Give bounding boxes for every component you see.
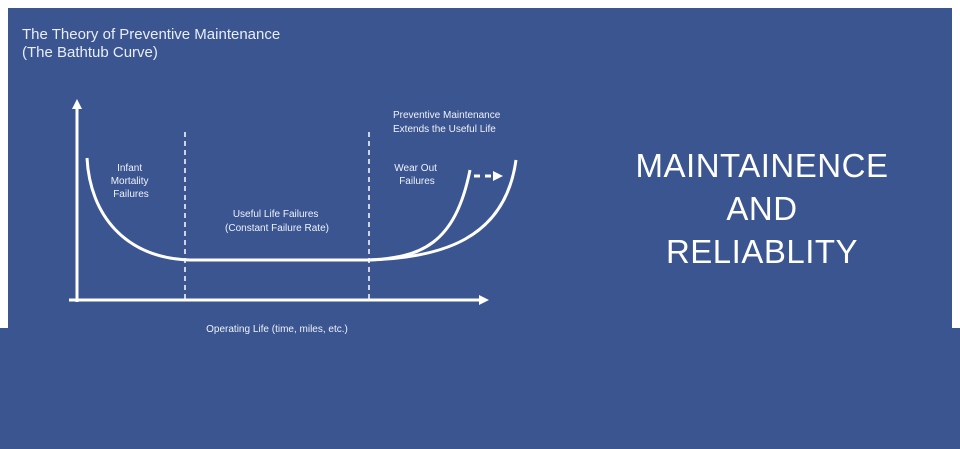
infant-mortality-label: Infant Mortality Failures [111, 163, 152, 200]
heading-line-3: RELIABLITY [665, 233, 859, 270]
page-heading: MAINTAINENCE AND RELIABLITY [610, 144, 914, 273]
heading-line-1: MAINTAINENCE [635, 147, 889, 184]
bottom-band [0, 328, 960, 449]
bathtub-curve [85, 157, 472, 262]
diagram-title-line1: The Theory of Preventive Maintenance [22, 26, 281, 43]
useful-life-label: Useful Life Failures (Constant Failure R… [225, 209, 329, 234]
diagram-title-line2: (The Bathtub Curve) [22, 44, 158, 61]
wear-out-label: Wear Out Failures [394, 163, 439, 187]
extended-curve [367, 159, 518, 262]
diagram-title: The Theory of Preventive Maintenance (Th… [22, 26, 280, 62]
preventive-maintenance-label: Preventive Maintenance Extends the Usefu… [393, 110, 503, 135]
x-axis-label: Operating Life (time, miles, etc.) [206, 324, 348, 335]
heading-line-2: AND [726, 190, 798, 227]
banner-panel [8, 8, 952, 338]
